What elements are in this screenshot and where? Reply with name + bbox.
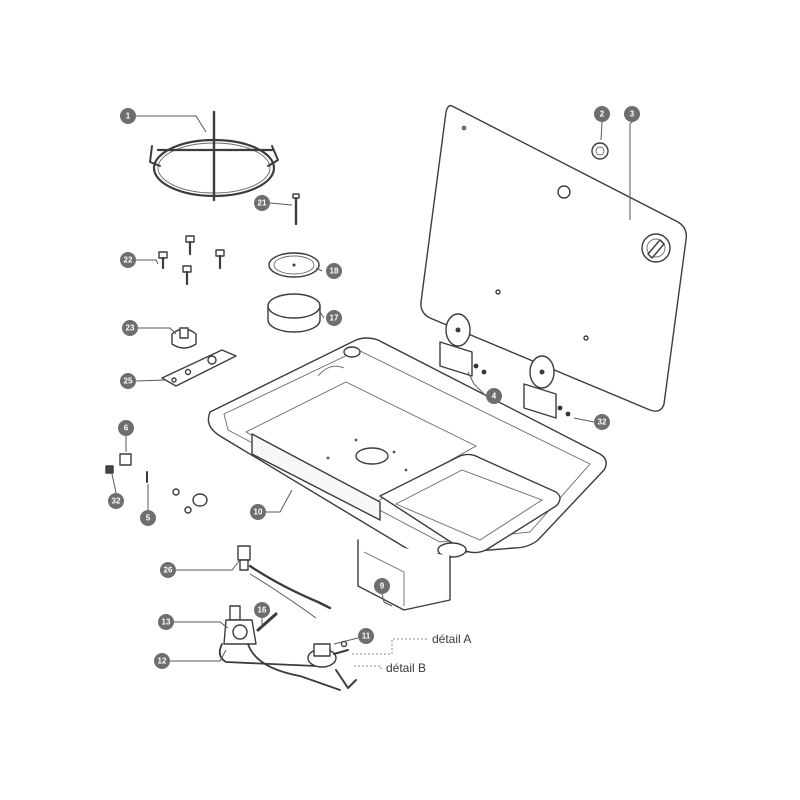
igniter-11 (307, 640, 357, 689)
svg-text:3: 3 (630, 110, 635, 119)
pan-support-grid (149, 110, 279, 202)
callout-17: 17 (326, 310, 342, 326)
svg-text:10: 10 (254, 508, 263, 517)
nut-2 (591, 142, 609, 160)
callout-12: 12 (154, 653, 170, 669)
leader-lines (111, 115, 635, 669)
svg-text:18: 18 (330, 267, 339, 276)
callout-1: 1 (120, 108, 136, 124)
callout-25: 25 (120, 373, 136, 389)
callout-22: 22 (120, 252, 136, 268)
callout-5: 5 (140, 510, 156, 526)
callout-32-right: 32 (594, 414, 610, 430)
knob-23 (171, 327, 197, 349)
hinges-4 (439, 313, 571, 419)
callout-18: 18 (326, 263, 342, 279)
burner-head-17 (267, 293, 321, 333)
svg-text:13: 13 (162, 618, 171, 627)
svg-text:1: 1 (126, 112, 131, 121)
gas-pipe-26 (237, 545, 332, 619)
sink-body-10 (207, 337, 607, 611)
svg-text:32: 32 (112, 497, 121, 506)
callout-26: 26 (160, 562, 176, 578)
callout-3: 3 (624, 106, 640, 122)
svg-text:2: 2 (600, 110, 605, 119)
burner-cap-18 (268, 252, 320, 278)
valve-assembly (218, 605, 341, 691)
svg-text:17: 17 (330, 314, 339, 323)
callout-10: 10 (250, 504, 266, 520)
svg-text:26: 26 (164, 566, 173, 575)
callout-23: 23 (122, 320, 138, 336)
small-screw-21 (292, 193, 300, 226)
svg-text:16: 16 (258, 606, 267, 615)
glass-lid-3 (420, 104, 688, 412)
svg-text:5: 5 (146, 514, 151, 523)
svg-text:25: 25 (124, 377, 133, 386)
callout-32-left: 32 (108, 493, 124, 509)
svg-text:32: 32 (598, 418, 607, 427)
callout-6: 6 (118, 420, 134, 436)
nut-6 (119, 453, 132, 466)
svg-text:11: 11 (362, 632, 371, 641)
detail-a-label: détail A (432, 632, 471, 646)
callout-16: 16 (254, 602, 270, 618)
svg-text:6: 6 (124, 424, 129, 433)
svg-text:9: 9 (380, 582, 385, 591)
callout-21: 21 (254, 195, 270, 211)
callout-11: 11 (358, 628, 374, 644)
detail-b-label: détail B (386, 661, 426, 675)
lid-handle (641, 233, 671, 263)
callout-9: 9 (374, 578, 390, 594)
svg-text:4: 4 (492, 392, 497, 401)
fittings-small (172, 488, 208, 514)
callout-2: 2 (594, 106, 610, 122)
svg-text:22: 22 (124, 256, 133, 265)
mounting-plate-25 (161, 349, 237, 387)
svg-text:23: 23 (126, 324, 135, 333)
svg-text:12: 12 (158, 657, 167, 666)
nut-32-left (105, 465, 114, 474)
screws-22 (158, 235, 225, 286)
callout-13: 13 (158, 614, 174, 630)
callout-4: 4 (486, 388, 502, 404)
svg-text:21: 21 (258, 199, 267, 208)
